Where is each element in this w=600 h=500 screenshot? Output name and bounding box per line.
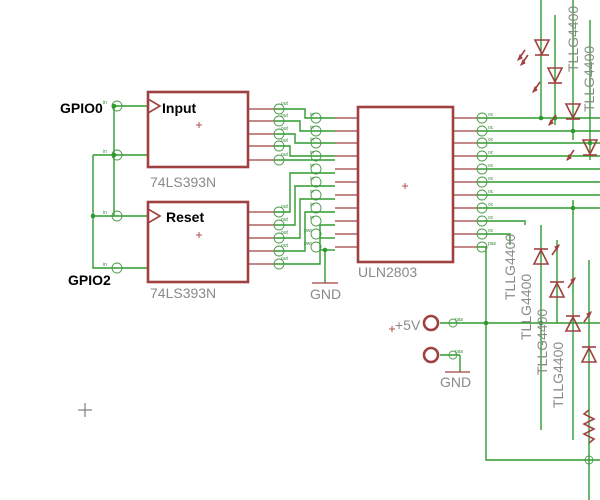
led-4 — [566, 139, 599, 162]
svg-text:in: in — [310, 176, 314, 182]
svg-text:oc: oc — [488, 163, 494, 169]
chip1-name-label: 74LS393N — [150, 174, 216, 190]
led-label-top-2: TLLG4400 — [581, 46, 597, 112]
svg-text:in: in — [103, 262, 107, 268]
svg-text:out: out — [281, 113, 289, 119]
svg-text:pwr: pwr — [304, 228, 312, 234]
svg-text:oc: oc — [488, 150, 494, 156]
svg-text:in: in — [310, 202, 314, 208]
led-8 — [580, 346, 598, 363]
svg-text:pas: pas — [488, 241, 497, 247]
wires — [92, 0, 600, 500]
svg-text:oc: oc — [488, 189, 494, 195]
svg-text:out: out — [281, 138, 289, 144]
uln2803-name-label: ULN2803 — [358, 264, 417, 280]
led-label-bottom-4: TLLG4400 — [550, 342, 566, 408]
vcc-symbol[interactable] — [422, 314, 458, 332]
svg-text:in: in — [103, 149, 107, 155]
resistor[interactable] — [582, 409, 596, 465]
svg-text:in: in — [310, 215, 314, 221]
svg-text:in: in — [310, 125, 314, 131]
svg-text:out: out — [281, 217, 289, 223]
chip-uln2803[interactable] — [310, 105, 488, 264]
gnd-symbol-2[interactable] — [422, 346, 470, 373]
svg-text:in: in — [310, 189, 314, 195]
svg-text:out: out — [281, 126, 289, 132]
svg-text:out: out — [281, 101, 289, 107]
led-array-top[interactable] — [517, 39, 599, 162]
gpio0-label: GPIO0 — [60, 100, 103, 116]
svg-text:out: out — [281, 230, 289, 236]
led-5 — [532, 243, 560, 265]
svg-text:oc: oc — [488, 215, 494, 221]
svg-text:pas: pas — [455, 317, 464, 323]
svg-text:pwr: pwr — [304, 241, 312, 247]
gnd-label-2: GND — [440, 374, 471, 390]
chip-74ls393n-input[interactable] — [111, 90, 285, 169]
svg-text:in: in — [103, 210, 107, 216]
svg-text:in: in — [310, 137, 314, 143]
chip2-reset-label: Reset — [166, 209, 204, 225]
led-3 — [548, 103, 582, 127]
svg-text:in: in — [310, 112, 314, 118]
svg-text:oc: oc — [488, 228, 494, 234]
svg-text:pas: pas — [455, 349, 464, 355]
svg-text:out: out — [281, 256, 289, 262]
svg-text:oc: oc — [488, 137, 494, 143]
led-1 — [517, 39, 551, 67]
svg-text:in: in — [310, 163, 314, 169]
svg-text:oc: oc — [488, 176, 494, 182]
svg-text:out: out — [281, 243, 289, 249]
origin-marker — [78, 403, 92, 417]
svg-text:out: out — [281, 152, 289, 158]
led-label-bottom-1: TLLG4400 — [502, 234, 518, 300]
svg-text:in: in — [103, 100, 107, 106]
gnd-label-1: GND — [310, 286, 341, 302]
chip-74ls393n-reset[interactable] — [111, 200, 285, 284]
svg-text:in: in — [310, 150, 314, 156]
pin-annotations: in in in in out out out out out out out … — [103, 100, 497, 355]
led-7 — [564, 310, 592, 332]
led-2 — [532, 67, 564, 94]
led-label-bottom-3: TLLG4400 — [534, 309, 550, 375]
led-6 — [548, 276, 576, 298]
gpio2-label: GPIO2 — [68, 272, 111, 288]
vcc-label: +5V — [395, 317, 421, 333]
svg-text:oc: oc — [488, 125, 494, 131]
chip2-name-label: 74LS393N — [150, 285, 216, 301]
led-label-bottom-2: TLLG4400 — [518, 274, 534, 340]
svg-text:oc: oc — [488, 112, 494, 118]
chip1-input-label: Input — [162, 100, 197, 116]
led-label-top-1: TLLG4400 — [565, 6, 581, 72]
svg-text:oc: oc — [488, 202, 494, 208]
svg-text:out: out — [281, 204, 289, 210]
led-array-bottom[interactable] — [532, 243, 598, 363]
